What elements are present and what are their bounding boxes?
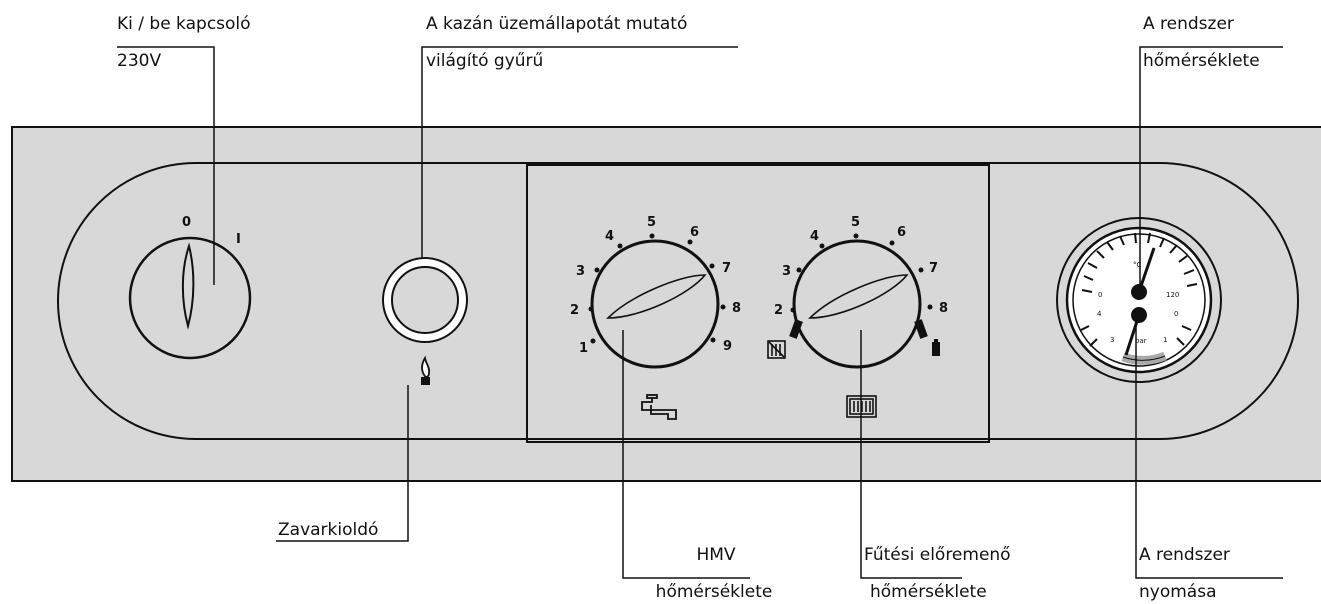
label-system-temp-line1: A rendszer <box>1143 14 1234 34</box>
label-power-switch-line1: Ki / be kapcsoló <box>117 14 251 34</box>
dhw-scale-9: 9 <box>723 339 732 354</box>
flame-icon <box>421 355 431 385</box>
label-heating-line2: hőmérséklete <box>870 582 987 602</box>
heating-scale: 2 3 4 5 6 7 8 <box>774 215 948 339</box>
gauge-temp-hub <box>1131 284 1147 300</box>
heating-scale-7: 7 <box>929 261 938 276</box>
dhw-scale-7: 7 <box>722 261 731 276</box>
heating-scale-4: 4 <box>810 229 819 244</box>
label-dhw-line2: hőmérséklete <box>656 582 773 602</box>
gauge-temp-max: 120 <box>1166 291 1179 299</box>
heating-scale-6: 6 <box>897 225 906 240</box>
summer-mode-icon <box>767 340 786 359</box>
winter-mode-icon <box>932 339 940 356</box>
knob-frame <box>526 164 990 443</box>
label-status-ring-line2: világító gyűrű <box>426 51 543 71</box>
gauge-pressure-right: 0 <box>1174 310 1178 318</box>
dhw-knob-pointer <box>606 274 707 319</box>
heating-scale-3: 3 <box>782 264 791 279</box>
dhw-scale-6: 6 <box>690 225 699 240</box>
label-system-temp-line2: hőmérséklete <box>1143 51 1260 71</box>
label-heating-line1: Fűtési előremenő <box>864 545 1011 565</box>
heating-knob-dial[interactable] <box>792 239 922 369</box>
switch-on-mark: I <box>236 232 241 247</box>
label-system-pressure-line2: nyomása <box>1139 582 1217 602</box>
dhw-scale-5: 5 <box>647 215 656 230</box>
gauge-pressure-left: 4 <box>1097 310 1102 318</box>
status-ring-reset-button[interactable] <box>382 257 468 343</box>
dhw-knob-dial[interactable] <box>590 239 720 369</box>
switch-off-mark: 0 <box>182 215 191 230</box>
heating-knob-pointer <box>808 274 909 319</box>
gauge-pressure-bottom-right: 1 <box>1163 336 1167 344</box>
tap-icon <box>641 394 677 420</box>
label-power-switch-line2: 230V <box>117 51 161 71</box>
heating-scale-5: 5 <box>851 215 860 230</box>
dhw-scale-8: 8 <box>732 301 741 316</box>
dhw-temperature-knob[interactable] <box>590 239 720 369</box>
heating-scale-8: 8 <box>939 301 948 316</box>
dhw-scale: 1 2 3 4 5 6 7 8 9 <box>570 215 741 356</box>
power-switch-lever[interactable] <box>181 242 195 330</box>
temperature-pressure-gauge: °C 0 120 4 0 3 1 bar <box>1056 217 1222 383</box>
gauge-pressure-hub <box>1131 307 1147 323</box>
label-reset: Zavarkioldó <box>278 520 378 540</box>
label-system-pressure-line1: A rendszer <box>1139 545 1230 565</box>
heating-scale-2: 2 <box>774 303 783 318</box>
gauge-unit-pressure: bar <box>1135 337 1147 345</box>
gauge-unit-temp: °C <box>1133 261 1142 269</box>
dhw-scale-4: 4 <box>605 229 614 244</box>
label-status-ring-line1: A kazán üzemállapotát mutató <box>426 14 687 34</box>
dhw-scale-2: 2 <box>570 303 579 318</box>
label-dhw-line1: HMV <box>696 545 735 565</box>
panel-outline <box>57 162 1299 440</box>
power-switch[interactable]: 0 I <box>128 215 252 360</box>
dhw-scale-3: 3 <box>576 264 585 279</box>
gauge-pressure-bottom-left: 3 <box>1110 336 1114 344</box>
status-ring-inner[interactable] <box>391 266 459 334</box>
dhw-scale-1: 1 <box>579 341 588 356</box>
leader-lines <box>117 46 1283 579</box>
gauge-temp-min: 0 <box>1098 291 1102 299</box>
heating-temperature-knob[interactable] <box>792 239 922 369</box>
power-switch-dial[interactable] <box>128 236 252 360</box>
